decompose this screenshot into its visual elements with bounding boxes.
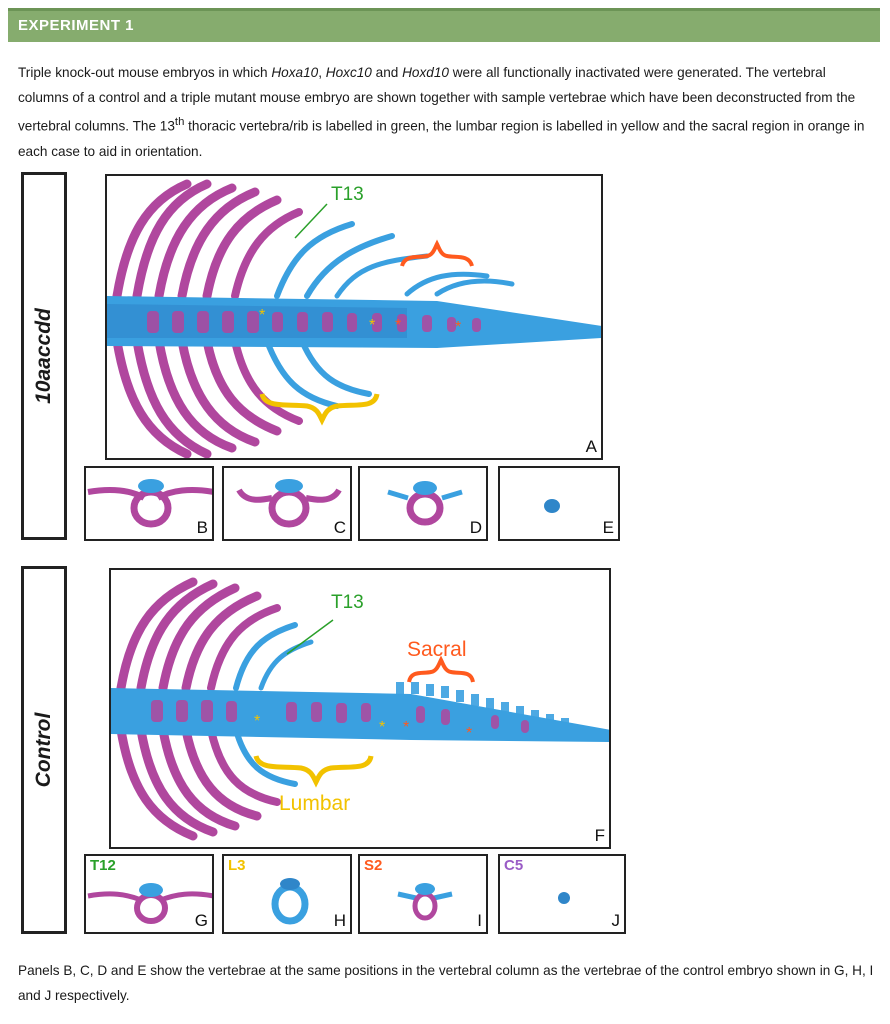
gene-hoxa10: Hoxa10 (271, 65, 319, 80)
control-t13-label: T13 (331, 592, 364, 613)
footer-caption: Panels B, C, D and E show the vertebrae … (18, 963, 874, 1003)
panel-letter-j: J (611, 911, 621, 930)
panel-c: C (222, 466, 352, 541)
gene-hoxc10: Hoxc10 (325, 65, 372, 80)
row-label-mutant-text: 10aaccdd (32, 308, 55, 404)
mutant-spine-image: * * * * (107, 179, 601, 458)
control-lumbar-label: Lumbar (279, 792, 351, 815)
intro-superscript: th (174, 116, 185, 128)
intro-paragraph: Triple knock-out mouse embryos in which … (18, 60, 878, 164)
row-label-mutant: 10aaccdd (21, 172, 67, 540)
panel-letter-a: A (585, 437, 597, 456)
sacral-brace (400, 239, 474, 267)
mutant-ribs (112, 179, 515, 458)
panel-h: L3 H (222, 854, 352, 934)
panel-i: S2 I (358, 854, 488, 934)
lumbar-marker-2: * (369, 317, 375, 334)
vertebra-label-l3: L3 (228, 857, 246, 874)
intro-sep-1: , (318, 65, 326, 80)
panel-a-mutant-spine: * * * * T13 A (105, 174, 603, 460)
panel-f-control-spine: * * * * T13 Sacral Lumbar F (109, 568, 611, 849)
mutant-vertebra-segments (147, 311, 481, 333)
lumbar-marker-1: * (254, 713, 260, 730)
panel-letter-f: F (594, 826, 605, 845)
lumbar-marker-2: * (379, 719, 385, 736)
control-spine-column (111, 688, 609, 742)
vertebra-label-c5: C5 (504, 857, 524, 874)
intro-text-1: Triple knock-out mouse embryos in which (18, 65, 272, 80)
panel-g: T12 G (84, 854, 214, 934)
row-label-control-text: Control (32, 712, 55, 788)
intro-text-3: thoracic vertebra/rib is labelled in gre… (18, 118, 865, 159)
t13-pointer-line (294, 203, 328, 239)
control-sacral-label: Sacral (407, 638, 467, 661)
sacral-marker-1: * (403, 719, 409, 736)
lumbar-brace (259, 393, 380, 426)
vertebra-label-t12: T12 (90, 857, 116, 874)
panel-b: B (84, 466, 214, 541)
panel-letter-g: G (194, 911, 208, 930)
sacral-marker-2: * (455, 319, 461, 336)
panel-e: E (498, 466, 620, 541)
panel-letter-h: H (333, 911, 346, 930)
lumbar-marker-1: * (259, 307, 265, 324)
panel-letter-e: E (602, 518, 614, 537)
mutant-t13-label: T13 (331, 184, 364, 205)
intro-sep-2: and (371, 65, 403, 80)
sacral-marker-2: * (466, 725, 472, 742)
panel-letter-b: B (196, 518, 208, 537)
header-title: EXPERIMENT 1 (18, 17, 135, 34)
intro-text-2: were all functionally inactivated were g… (18, 65, 856, 134)
sacral-marker-1: * (395, 317, 401, 334)
panel-letter-d: D (469, 518, 482, 537)
gene-hoxd10: Hoxd10 (402, 65, 449, 80)
panel-letter-c: C (333, 518, 346, 537)
panel-j: C5 J (498, 854, 626, 934)
vertebra-label-s2: S2 (364, 857, 383, 874)
control-spine-image: * * * * (111, 577, 609, 841)
header-bar: EXPERIMENT 1 (8, 8, 880, 42)
panel-d: D (358, 466, 488, 541)
panel-letter-i: I (477, 911, 482, 930)
row-label-control: Control (21, 566, 67, 934)
